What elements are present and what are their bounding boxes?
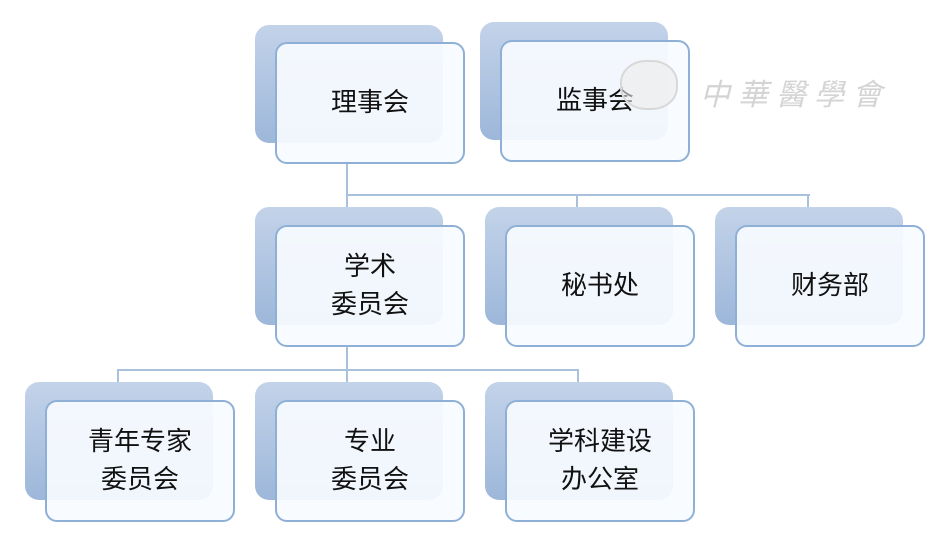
connector	[807, 194, 809, 210]
connector	[346, 345, 348, 385]
node-young-experts: 青年专家 委员会	[45, 400, 235, 522]
node-discipline-office: 学科建设 办公室	[505, 400, 695, 522]
node-board: 理事会	[275, 42, 465, 164]
connector	[577, 369, 579, 385]
connector	[346, 160, 348, 210]
node-academic-committee: 学术 委员会	[275, 225, 465, 347]
connector	[117, 369, 119, 385]
connector	[117, 369, 579, 371]
connector	[576, 194, 578, 210]
node-secretariat: 秘书处	[505, 225, 695, 347]
seal-logo-icon	[620, 60, 678, 110]
node-specialty-committee: 专业 委员会	[275, 400, 465, 522]
watermark-text: 中華醫學會	[700, 78, 890, 113]
node-finance: 财务部	[735, 225, 925, 347]
connector	[346, 194, 810, 196]
